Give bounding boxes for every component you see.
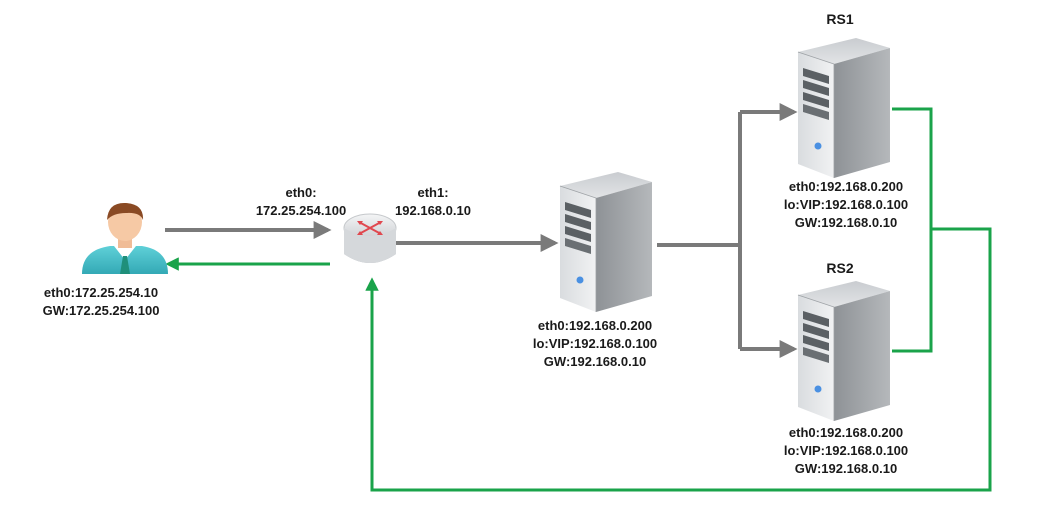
rs2-vip-text: lo:VIP:192.168.0.100 (783, 443, 909, 458)
rs1-label: eth0:192.168.0.200 lo:VIP:192.168.0.100 … (771, 178, 921, 232)
router-eth1-name: eth1: (417, 185, 449, 200)
rs2-title: RS2 (826, 260, 854, 276)
router-eth1-ip: 192.168.0.10 (395, 203, 471, 218)
client-gw-text: GW:172.25.254.100 (42, 303, 160, 318)
router-eth0-ip: 172.25.254.100 (255, 203, 347, 218)
router-eth0-label: eth0: 172.25.254.100 (236, 184, 366, 220)
director-server-icon (559, 171, 653, 313)
reply-path (165, 107, 992, 492)
client-eth0-text: eth0:172.25.254.10 (43, 285, 159, 300)
rs1-server-icon (797, 37, 891, 179)
request-path (165, 103, 798, 358)
router-eth0-name: eth0: (285, 185, 317, 200)
reply-to-router-arrow (365, 227, 992, 492)
router-icon (343, 213, 397, 263)
router-eth1-label: eth1: 192.168.0.10 (378, 184, 488, 220)
rs2-reply-line (892, 229, 933, 353)
rs2-server-icon (797, 280, 891, 422)
rs2-gw-text: GW:192.168.0.10 (794, 461, 898, 476)
rs1-title: RS1 (826, 11, 854, 27)
rs2-eth0-text: eth0:192.168.0.200 (788, 425, 904, 440)
rs1-gw-text: GW:192.168.0.10 (794, 215, 898, 230)
rs2-label: eth0:192.168.0.200 lo:VIP:192.168.0.100 … (771, 424, 921, 478)
director-vip-text: lo:VIP:192.168.0.100 (532, 336, 658, 351)
rs1-vip-text: lo:VIP:192.168.0.100 (783, 197, 909, 212)
rs1-eth0-text: eth0:192.168.0.200 (788, 179, 904, 194)
user-icon (82, 202, 168, 274)
director-eth0-text: eth0:192.168.0.200 (537, 318, 653, 333)
director-gw-text: GW:192.168.0.10 (543, 354, 647, 369)
director-label: eth0:192.168.0.200 lo:VIP:192.168.0.100 … (520, 317, 670, 371)
rs1-reply-line (892, 107, 933, 229)
client-label: eth0:172.25.254.10 GW:172.25.254.100 (26, 284, 176, 320)
